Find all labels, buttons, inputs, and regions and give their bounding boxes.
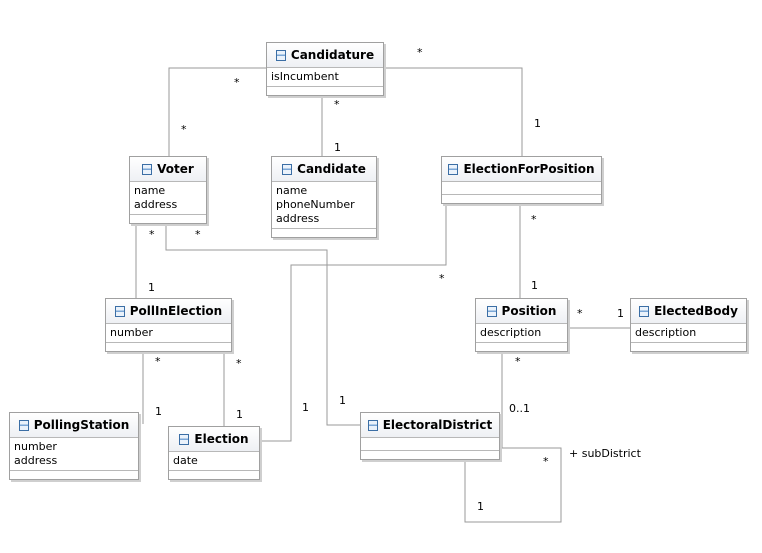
edge-candidature-voter (168, 67, 267, 157)
attribute: address (134, 198, 178, 211)
multiplicity-label: * (234, 76, 240, 89)
multiplicity-label: * (149, 228, 155, 241)
class-icon (367, 419, 378, 431)
class-icon (448, 163, 459, 175)
operations-compartment (476, 343, 567, 351)
attribute: description (635, 326, 697, 339)
class-name: Election (194, 432, 249, 446)
class-elected-body[interactable]: ElectedBody description (630, 298, 747, 352)
class-name: ElectionForPosition (463, 162, 595, 176)
operations-compartment (631, 343, 746, 351)
operations-compartment (169, 471, 259, 479)
multiplicity-label: 1 (617, 307, 624, 320)
attribute: number (110, 326, 153, 339)
multiplicity-label: * (236, 357, 242, 370)
attribute: name (134, 184, 166, 197)
class-icon (18, 419, 29, 431)
multiplicity-label: 1 (155, 405, 162, 418)
operations-compartment (106, 343, 231, 351)
attribute: phoneNumber (276, 198, 355, 211)
class-position[interactable]: Position description (475, 298, 568, 352)
class-poll-in-election[interactable]: PollInElection number (105, 298, 232, 352)
class-icon (142, 163, 153, 175)
class-name: PollInElection (129, 304, 223, 318)
multiplicity-label: 1 (302, 401, 309, 414)
multiplicity-label: * (195, 228, 201, 241)
multiplicity-label: * (155, 355, 161, 368)
multiplicity-label: * (334, 98, 340, 111)
attribute: description (480, 326, 542, 339)
class-icon (639, 305, 650, 317)
class-electoral-district[interactable]: ElectoralDistrict (360, 412, 500, 460)
edge-district-self (464, 447, 562, 523)
class-election-for-position[interactable]: ElectionForPosition (441, 156, 602, 204)
multiplicity-label: 1 (148, 281, 155, 294)
class-icon (275, 49, 286, 61)
attribute: date (173, 454, 198, 467)
multiplicity-label: 1 (534, 117, 541, 130)
multiplicity-label: * (417, 46, 423, 59)
class-name: ElectedBody (654, 304, 738, 318)
class-icon (282, 163, 293, 175)
edge-efp-election (261, 204, 447, 442)
class-name: Voter (157, 162, 194, 176)
multiplicity-label: * (543, 455, 549, 468)
attributes-compartment (442, 182, 601, 195)
multiplicity-label: 1 (339, 394, 346, 407)
multiplicity-label: 1 (477, 500, 484, 513)
multiplicity-label: * (181, 123, 187, 136)
class-name: ElectoralDistrict (382, 418, 493, 432)
attribute: name (276, 184, 308, 197)
attribute: isIncumbent (271, 70, 339, 83)
edge-voter-district (165, 222, 360, 426)
attribute: address (14, 454, 58, 467)
attributes-compartment (361, 438, 499, 451)
role-label-sub-district: + subDistrict (569, 447, 641, 460)
class-icon (114, 305, 125, 317)
operations-compartment (442, 195, 601, 203)
operations-compartment (130, 215, 206, 223)
class-name: PollingStation (33, 418, 130, 432)
multiplicity-label: * (577, 307, 583, 320)
class-name: Position (501, 304, 557, 318)
operations-compartment (361, 451, 499, 459)
multiplicity-label: * (531, 213, 537, 226)
multiplicity-label: * (515, 355, 521, 368)
class-election[interactable]: Election date (168, 426, 260, 480)
multiplicity-label: 1 (531, 279, 538, 292)
operations-compartment (272, 229, 376, 237)
multiplicity-label: 0..1 (509, 402, 530, 415)
multiplicity-label: 1 (334, 141, 341, 154)
multiplicity-label: 1 (236, 408, 243, 421)
attribute: address (276, 212, 320, 225)
class-candidature[interactable]: Candidature isIncumbent (266, 42, 384, 96)
class-name: Candidature (290, 48, 375, 62)
attribute: number (14, 440, 57, 453)
edge-candidature-efp (384, 67, 523, 157)
multiplicity-label: * (439, 272, 445, 285)
class-icon (486, 305, 497, 317)
class-name: Candidate (297, 162, 366, 176)
operations-compartment (267, 87, 383, 95)
operations-compartment (10, 471, 138, 479)
class-icon (179, 433, 190, 445)
